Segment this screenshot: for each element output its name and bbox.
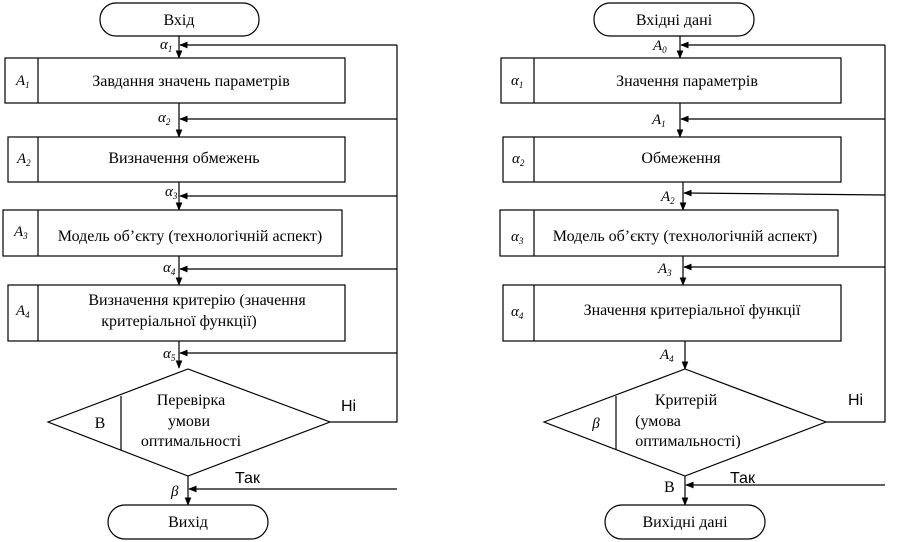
left-flowchart: Вхід α1 α2 α3 α4 α5 A1 Завдання значень … (2, 2, 398, 540)
right-no-label: Ні (848, 392, 863, 409)
left-block-a2 (7, 136, 346, 183)
right-block-alpha4 (502, 284, 842, 342)
left-connector-alpha2: α2 (158, 110, 171, 127)
right-block-alpha1-id: α1 (511, 73, 523, 90)
left-exit-label: β (170, 484, 179, 500)
right-feedback-a2 (683, 189, 886, 197)
left-block-a4-label-line1: Визначення критерію (значення (88, 292, 306, 309)
left-block-a1-label: Завдання значень параметрів (92, 73, 290, 90)
right-connector-a4: A4 (659, 347, 674, 364)
right-block-alpha1 (500, 57, 842, 104)
right-flowchart: Вхідні дані A0 A1 A2 A3 A4 α1 Значення п… (499, 2, 886, 540)
right-connector-a3: A3 (657, 261, 672, 278)
right-start-terminal (593, 2, 755, 37)
right-end-terminal (604, 504, 766, 540)
right-decision-line3: оптимальності) (635, 433, 740, 450)
right-block-alpha4-label: Значення критеріальної функції (584, 302, 801, 319)
left-block-a3 (2, 209, 343, 257)
left-decision-diamond (46, 368, 332, 477)
left-end-terminal (107, 504, 269, 540)
left-block-a4-label-line2: критеріальної функції) (101, 313, 257, 330)
left-decision-id: В (95, 415, 106, 432)
right-connector-a1: A1 (651, 112, 666, 129)
left-decision-line3: оптимальності (141, 433, 242, 450)
left-block-a3-id: A3 (13, 224, 28, 241)
right-block-alpha2-id: α2 (512, 151, 525, 168)
left-block-a2-id: A2 (16, 151, 31, 168)
left-feedback-line (330, 45, 398, 423)
left-block-a3-label: Модель об’єкту (технологічній аспект) (58, 228, 323, 245)
right-block-alpha2 (502, 136, 842, 183)
left-decision-line2: умови (168, 413, 210, 430)
right-decision-line2: (умова (635, 413, 681, 430)
left-yes-label: Так (235, 470, 261, 487)
right-decision-id: β (591, 416, 600, 432)
left-block-a1 (4, 57, 346, 104)
left-block-a2-label: Визначення обмежень (108, 150, 259, 167)
left-connector-alpha4: α4 (163, 260, 176, 277)
right-end-label: Вихідні дані (642, 514, 728, 531)
right-connector-a0: A0 (652, 38, 667, 55)
left-no-label: Ні (341, 398, 356, 415)
right-exit-label: В (664, 479, 675, 496)
left-block-a4 (7, 284, 346, 342)
right-block-alpha3 (499, 209, 839, 257)
right-decision-line1: Критерій (655, 392, 718, 409)
right-block-alpha3-id: α3 (511, 229, 524, 246)
right-block-alpha4-id: α4 (511, 304, 524, 321)
right-feedback-line (826, 45, 886, 423)
right-block-alpha1-label: Значення параметрів (616, 73, 758, 90)
left-connector-alpha3: α3 (165, 184, 178, 201)
left-block-a4-id: A4 (15, 303, 30, 320)
left-start-label: Вхід (163, 12, 194, 29)
left-connector-alpha1: α1 (160, 37, 172, 54)
right-start-label: Вхідні дані (636, 12, 713, 29)
right-yes-label: Так (730, 470, 756, 487)
right-connector-a2: A2 (660, 189, 675, 206)
left-connector-alpha5: α5 (163, 346, 176, 363)
left-block-a1-id: A1 (15, 73, 30, 90)
left-decision-line1: Перевірка (157, 392, 225, 409)
right-block-alpha3-label: Модель об’єкту (технологічній аспект) (553, 228, 818, 245)
right-block-alpha2-label: Обмеження (641, 150, 721, 167)
left-end-label: Вихід (168, 514, 208, 531)
right-decision-diamond (542, 368, 828, 477)
